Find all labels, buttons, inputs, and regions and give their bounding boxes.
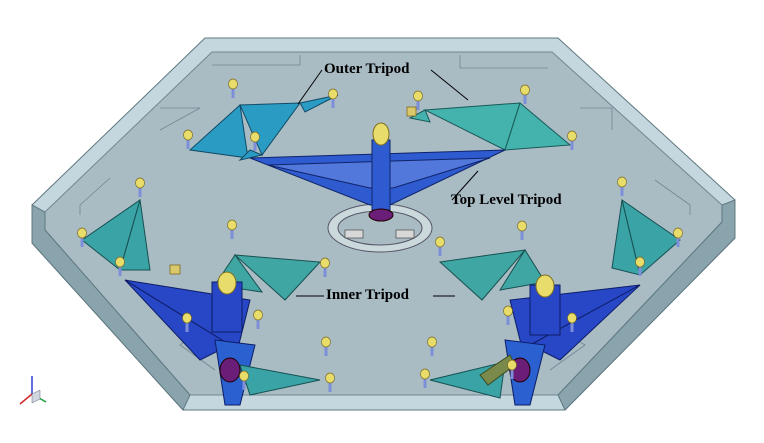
bracket-block (169, 264, 181, 275)
actuator-cap (325, 372, 335, 384)
inner-tripod-label: Inner Tripod (326, 287, 409, 303)
actuator-cap (427, 336, 437, 348)
actuator-cap (228, 78, 238, 90)
top-level-tripod (249, 122, 506, 222)
actuator-cap (567, 130, 577, 142)
outer-tripod-right (408, 102, 572, 151)
actuator-cap (520, 84, 530, 96)
actuator-cap (135, 177, 145, 189)
actuator-cap (635, 256, 645, 268)
actuator-cap (420, 368, 430, 380)
actuator-cap (320, 257, 330, 269)
actuator-cap (321, 336, 331, 348)
actuator-cap (503, 305, 513, 317)
inner-tripod-right (438, 249, 546, 301)
top-level-tripod-label: Top Level Tripod (451, 192, 562, 208)
actuator-cap (413, 90, 423, 102)
actuator-cap (182, 312, 192, 324)
outer-tripod-far-right (611, 198, 681, 276)
actuator-cap (253, 309, 263, 321)
coordinate-triad-icon (19, 376, 47, 405)
actuator-cap (239, 370, 249, 382)
outer-tripod-left (188, 94, 339, 161)
actuators (77, 78, 683, 392)
actuator-cap (227, 219, 237, 231)
actuator-cap (328, 88, 338, 100)
actuator-cap (507, 359, 517, 371)
bracket-block (406, 106, 417, 117)
actuator-cap (183, 129, 193, 141)
actuator-cap (115, 256, 125, 268)
center-mount-ring (327, 203, 433, 253)
actuator-cap (617, 176, 627, 188)
actuator-cap (673, 227, 683, 239)
outer-tripod-label: Outer Tripod (324, 61, 410, 77)
actuator-cap (517, 220, 527, 232)
callout-leaders (296, 69, 479, 297)
actuator-cap (567, 312, 577, 324)
actuator-cap (435, 236, 445, 248)
actuator-cap (77, 227, 87, 239)
outer-tripod-far-left (81, 198, 151, 271)
actuator-cap (250, 131, 260, 143)
lower-tripod-right (504, 274, 641, 406)
